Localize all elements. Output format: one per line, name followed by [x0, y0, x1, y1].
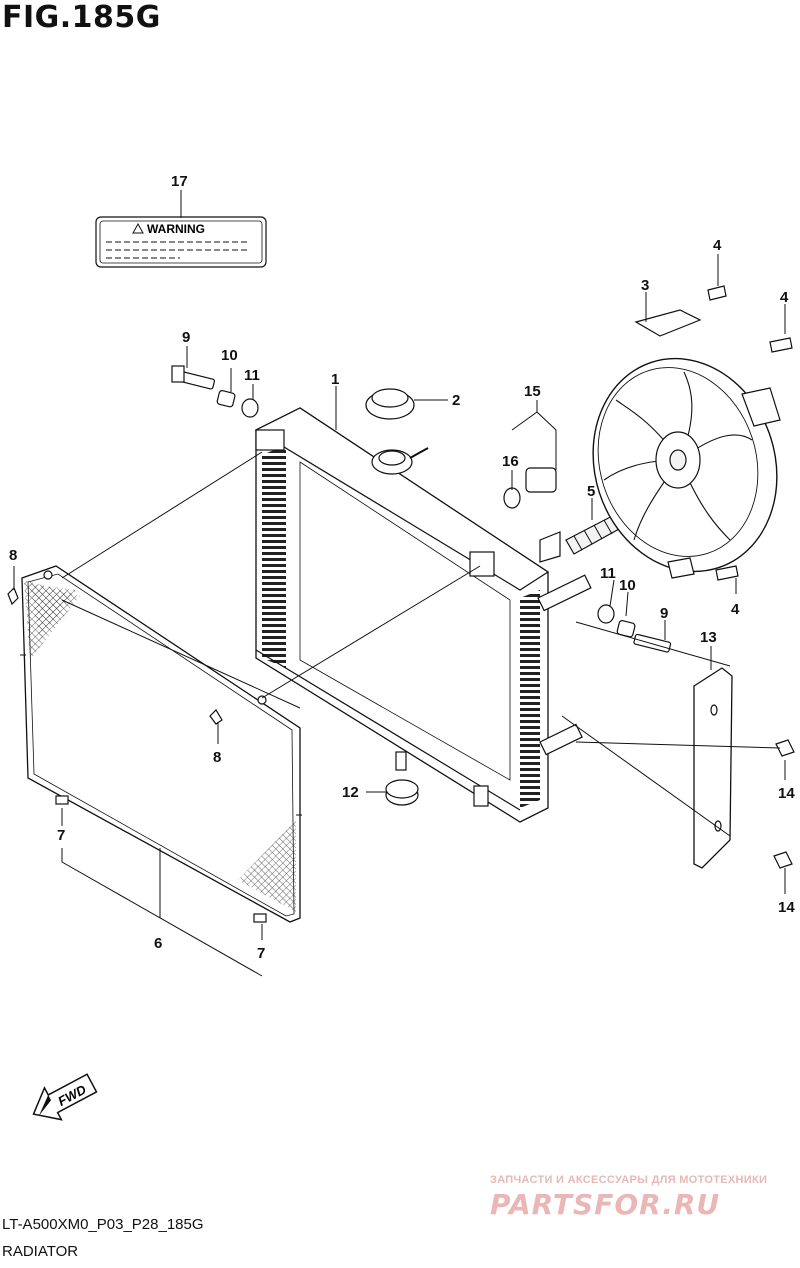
screw-8-top	[7, 586, 19, 606]
cooling-fan-assembly	[592, 285, 793, 581]
watermark-logo: PARTSFOR.RU	[490, 1188, 721, 1221]
callout-3: 3	[641, 277, 649, 294]
fwd-direction-arrow: FWD	[32, 1073, 98, 1121]
leader-lines	[13, 190, 786, 977]
watermark-tagline: ЗАПЧАСТИ И АКСЕССУАРЫ ДЛЯ МОТОТЕХНИКИ	[490, 1174, 768, 1186]
callout-1: 1	[331, 371, 339, 388]
thermo-switch	[503, 467, 557, 509]
callout-15: 15	[524, 383, 541, 400]
callout-8-top: 8	[9, 547, 17, 564]
radiator-cap	[365, 388, 429, 475]
callout-7-right: 7	[257, 945, 265, 962]
callout-5: 5	[587, 483, 595, 500]
callout-4-lower: 4	[731, 601, 740, 618]
screw-8-bottom	[209, 709, 223, 725]
callout-11-right: 11	[600, 565, 616, 582]
callout-10-right: 10	[619, 577, 636, 594]
bolt-left	[171, 365, 259, 418]
figure-code: LT-A500XM0_P03_P28_185G	[2, 1216, 204, 1233]
callout-9-left: 9	[182, 329, 190, 346]
callout-12: 12	[342, 784, 359, 801]
radiator-core	[254, 407, 592, 823]
figure-caption: RADIATOR	[2, 1243, 79, 1260]
callout-6: 6	[154, 935, 162, 952]
callout-7-left: 7	[57, 827, 65, 844]
figure-title: FIG.185G	[2, 0, 161, 35]
callout-14-bottom: 14	[778, 899, 795, 916]
screw-14-top	[775, 739, 795, 757]
warning-label-text: WARNING	[147, 222, 205, 236]
callout-4-right: 4	[780, 289, 789, 306]
mounting-bracket	[693, 667, 733, 869]
callout-2: 2	[452, 392, 460, 409]
callout-10-left: 10	[221, 347, 238, 364]
callout-11-left: 11	[244, 367, 260, 384]
callout-16: 16	[502, 453, 519, 470]
radiator-shroud	[20, 565, 302, 923]
callout-17: 17	[171, 173, 188, 190]
warning-label: WARNING	[95, 216, 267, 268]
callout-4-top: 4	[713, 237, 722, 254]
callout-14-top: 14	[778, 785, 795, 802]
bolt-right	[597, 604, 672, 653]
callout-13: 13	[700, 629, 717, 646]
callout-8-bottom: 8	[213, 749, 221, 766]
grommet	[385, 779, 419, 806]
screw-14-bottom	[773, 851, 793, 869]
callout-9-right: 9	[660, 605, 668, 622]
